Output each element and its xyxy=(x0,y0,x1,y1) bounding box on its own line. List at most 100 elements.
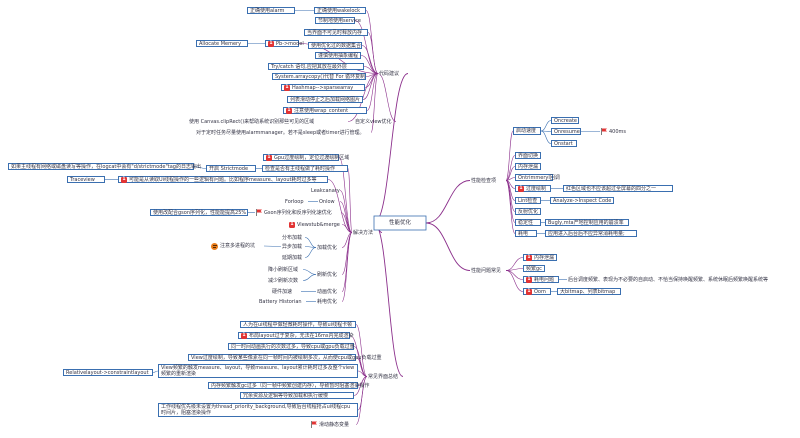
topic-node-c1a[interactable]: 正确使用alarm xyxy=(247,7,295,14)
topic-node-s2a[interactable]: 开启 Strictmode xyxy=(206,165,256,172)
topic-label: Lint检查 xyxy=(518,197,538,204)
topic-label: System.arraycopy()代替 For 循环复制 xyxy=(275,73,366,80)
branch-node-solutions[interactable]: 解决方法 xyxy=(353,229,374,236)
topic-node-d7[interactable]: 反射优化 xyxy=(515,208,541,215)
topic-node-r5[interactable]: View频繁的触发measure、layout，导致measure、layout… xyxy=(158,364,358,378)
topic-node-r7[interactable]: 冗余资源及逻辑等导致加载和执行缓慢 xyxy=(240,392,354,399)
topic-node-i4a[interactable]: 大bitmap、列表bitmap xyxy=(557,288,621,295)
topic-node-d1c[interactable]: Onstart xyxy=(551,140,577,147)
node-connector-s6 xyxy=(340,212,353,233)
topic-node-s16[interactable]: 动画优化 xyxy=(316,288,342,295)
topic-node-c2[interactable]: 节制地使用service xyxy=(315,17,361,24)
node-connector-i1 xyxy=(505,257,524,271)
topic-node-d5a[interactable]: 红色区域也不应该超过全屏幕的四分之一 xyxy=(563,185,673,192)
topic-node-d8[interactable]: 稳定性 xyxy=(515,219,541,226)
topic-node-i2[interactable]: 频繁gc xyxy=(523,265,545,272)
topic-node-r5a[interactable]: Relativelayout->constraintlayout xyxy=(63,369,153,376)
topic-node-r9[interactable]: 滑动静态变量 xyxy=(310,421,356,428)
topic-node-s2[interactable]: 检查是否有主线程做了耗时操作 xyxy=(262,165,348,172)
topic-label: Forloop xyxy=(285,198,304,205)
topic-node-s5[interactable]: Onlow xyxy=(318,198,340,205)
topic-node-c5[interactable]: 使用优化过的数据集合 xyxy=(308,42,362,49)
topic-node-d6[interactable]: Lint检查 xyxy=(515,197,541,204)
topic-node-r3[interactable]: 同一时间动画执行的次数过多，导致cpu或gpu负载过重 xyxy=(228,343,355,350)
topic-node-c3[interactable]: 当界面不可见时释放内存 xyxy=(304,29,368,36)
topic-label: 频繁gc xyxy=(526,265,542,272)
topic-node-d1d[interactable]: 400ms xyxy=(600,128,626,135)
topic-label: 界面切换 xyxy=(518,152,539,159)
topic-node-r4[interactable]: View过度绘制，导致某些像素在同一帧时间内被绘制多次，从而使cpu或gpu负载… xyxy=(188,354,381,361)
topic-node-d2[interactable]: 界面切换 xyxy=(515,152,541,159)
topic-node-s14[interactable]: 刷新优化 xyxy=(316,271,342,278)
topic-node-d9[interactable]: 耗电 xyxy=(515,230,537,237)
topic-label: Bugly,mta产地控制应用的崩溃率 xyxy=(548,219,624,226)
topic-label: 注意多进程的坑 xyxy=(220,243,256,249)
topic-node-c10[interactable]: 列表滑动停止之后加载网络图片 xyxy=(287,96,363,103)
topic-label: Battery Historian xyxy=(259,298,302,305)
topic-node-s17[interactable]: Battery Historian xyxy=(258,298,306,305)
topic-node-r1[interactable]: 人为在ui线程中做轻微耗时操作，导致ui线程卡顿 xyxy=(240,321,356,328)
topic-node-s9[interactable]: 异步加载 xyxy=(281,243,305,250)
topic-node-s3a[interactable]: Traceview xyxy=(67,176,105,183)
branch-node-code[interactable]: 代码建议 xyxy=(379,70,400,77)
topic-node-s2b[interactable]: 如果主线程有网络或磁盘读写等操作，在logcat中会有"d/strictmode… xyxy=(8,163,201,170)
topic-node-c12a[interactable]: 自定义view优化 xyxy=(354,118,396,125)
topic-node-d3[interactable]: 内存泄漏 xyxy=(515,163,541,170)
topic-node-c6[interactable]: 谨慎使用抽象编程 xyxy=(315,52,361,59)
topic-node-c12[interactable]: 使用 Canvas.clipRect()来帮助系统识别那些可见的区域 xyxy=(188,118,348,125)
topic-node-d8a[interactable]: Bugly,mta产地控制应用的崩溃率 xyxy=(545,219,629,226)
topic-node-s11[interactable]: 加载优化 xyxy=(316,244,342,251)
topic-node-c4a[interactable]: Allocate Memery xyxy=(196,40,248,47)
topic-node-s8[interactable]: 分布加载 xyxy=(281,234,305,241)
topic-node-s11a[interactable]: 注意多进程的坑 xyxy=(210,242,264,250)
topic-node-d4[interactable]: OntrimmeryI回调 xyxy=(515,174,560,181)
topic-label: 分布加载 xyxy=(282,234,303,241)
topic-node-s4[interactable]: Leakcanary xyxy=(310,187,340,194)
topic-node-c1[interactable]: 正确使用wakelock xyxy=(314,7,366,14)
topic-node-c8[interactable]: System.arraycopy()代替 For 循环复制 xyxy=(272,73,366,80)
topic-node-s18[interactable]: 耗电优化 xyxy=(316,298,342,305)
topic-node-s15[interactable]: 硬件加速 xyxy=(271,288,301,295)
topic-node-s12[interactable]: 降小刷新区域 xyxy=(267,266,303,273)
topic-node-d1a[interactable]: Oncreate xyxy=(551,117,579,124)
topic-label: 工作线程优先级未设置为thread_priority_background,导致… xyxy=(161,404,351,416)
topic-node-d1b[interactable]: Onresume xyxy=(551,128,581,135)
topic-node-c13[interactable]: 对于定时任务尽量使用alarmmanager。若不是sleep或者timer进行… xyxy=(195,129,371,136)
topic-node-d1[interactable]: 启动速度 xyxy=(513,127,541,135)
branch-node-detection[interactable]: 性能检查项 xyxy=(471,177,497,184)
root-node[interactable]: 性能优化 xyxy=(388,220,411,226)
topic-node-d9a[interactable]: 应用进入后台后不应异常消耗电量; xyxy=(545,230,637,237)
root-node-box xyxy=(373,215,427,231)
topic-node-r6[interactable]: 内存频繁触发gc过多（同一帧中频繁创建内存），导致暂时阻塞渲染操作 xyxy=(208,382,369,389)
topic-label: 对于定时任务尽量使用alarmmanager。若不是sleep或者timer进行… xyxy=(196,129,365,136)
topic-node-r8[interactable]: 工作线程优先级未设置为thread_priority_background,导致… xyxy=(158,403,358,417)
branch-node-issues[interactable]: 性能问题常见 xyxy=(471,267,502,274)
topic-label: 如果主线程有网络或磁盘读写等操作，在logcat中会有"d/strictmode… xyxy=(11,163,201,170)
topic-label: Try/catch 语句,应把其放在最外层 xyxy=(271,63,347,70)
topic-label: Onlow xyxy=(319,198,335,205)
node-connector-s10 xyxy=(304,247,317,258)
topic-node-s5a[interactable]: Forloop xyxy=(284,198,308,205)
topic-node-c7[interactable]: Try/catch 语句,应把其放在最外层 xyxy=(268,63,364,70)
topic-node-s10[interactable]: 延期加载 xyxy=(281,254,305,261)
node-connector-d9 xyxy=(505,180,516,234)
topic-node-i3a[interactable]: 后台调度频繁、表现为不必要的自启动、不恰当保持唤醒频繁、系统休眠后频繁唤醒系统等 xyxy=(567,276,789,283)
branch-node-review[interactable]: 常见界面总结 xyxy=(368,373,399,380)
priority-1-icon: 1 xyxy=(266,154,272,161)
topic-node-s13[interactable]: 减少刷新次数 xyxy=(267,277,303,284)
topic-node-d6a[interactable]: Analyze->Inspect Code xyxy=(550,197,614,204)
topic-label: 内存泄漏 xyxy=(518,163,539,170)
topic-node-s6a[interactable]: 使用改配合gson序列化，性能能提高25% xyxy=(150,209,248,216)
topic-node-s6[interactable]: Gson序列化和反序列化速优化 xyxy=(255,209,341,216)
